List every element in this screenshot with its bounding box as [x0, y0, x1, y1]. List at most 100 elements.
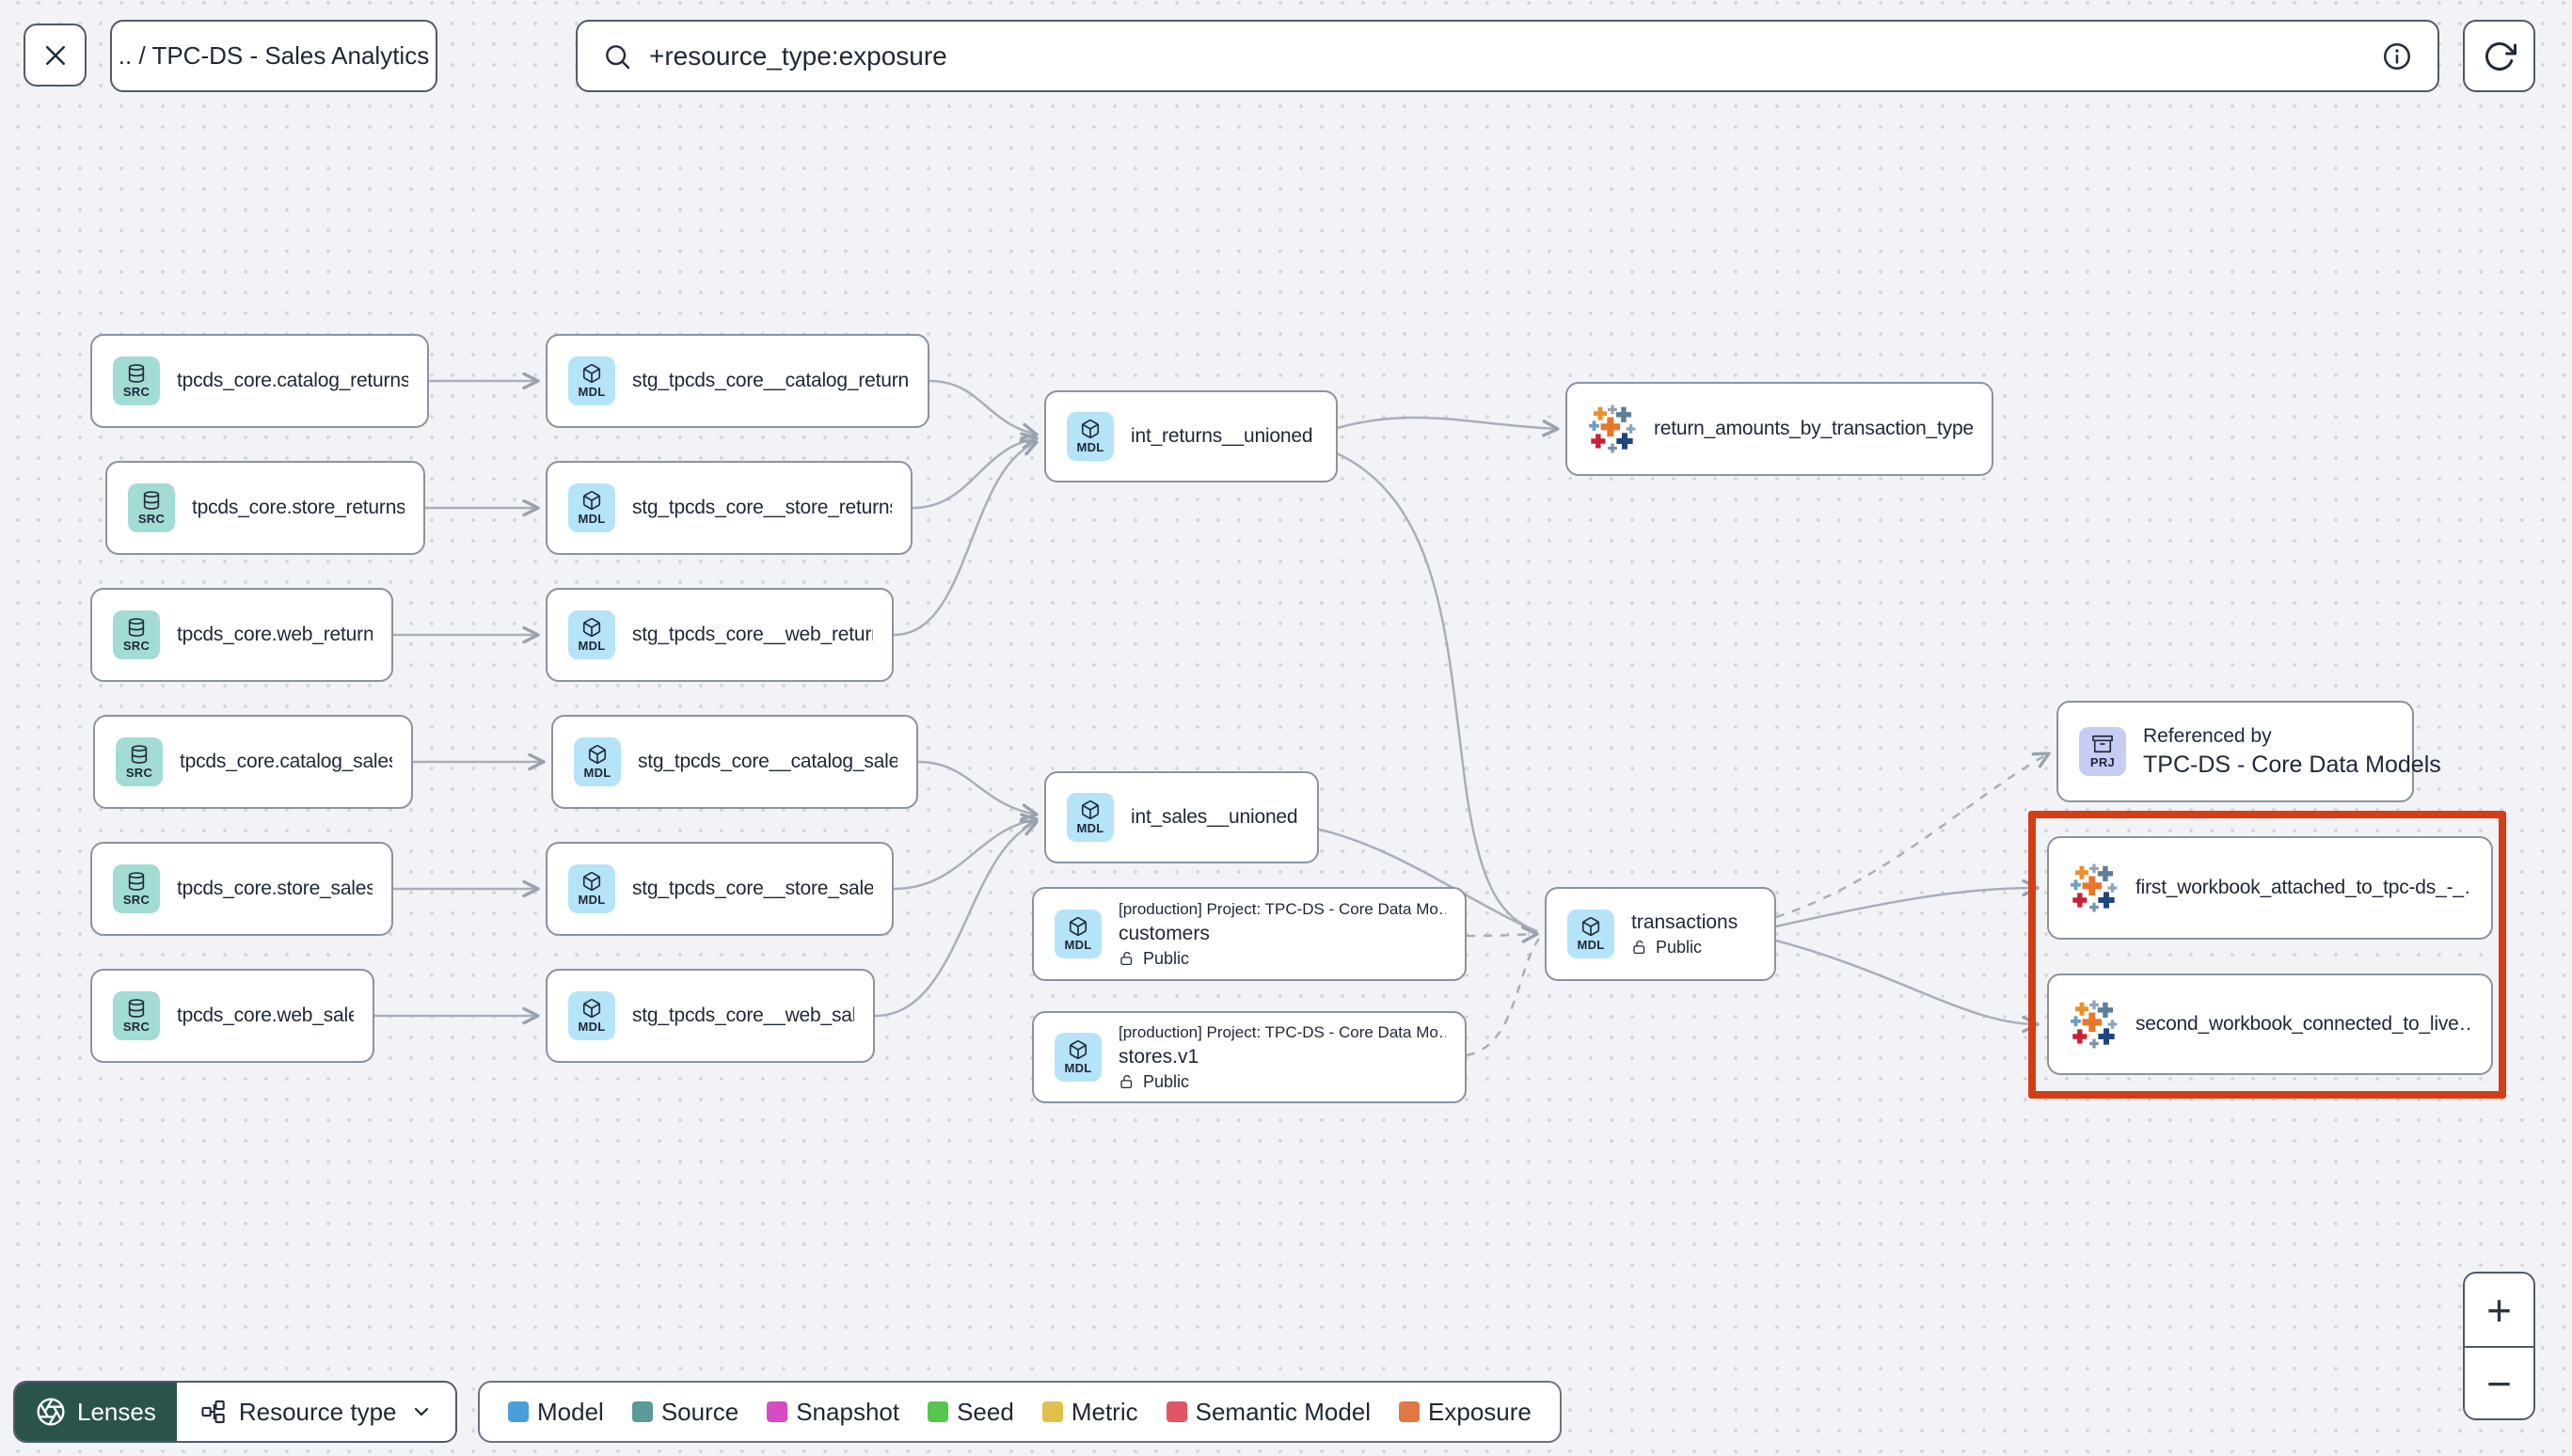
database-icon [141, 490, 162, 511]
node-label: tpcds_core.catalog_returns [177, 370, 408, 391]
node-stg-tpcds-core-store-sales[interactable]: MDL stg_tpcds_core__store_sales [546, 842, 894, 936]
source-badge: SRC [113, 356, 160, 405]
edge-transactions-workbook-first [1775, 878, 2040, 928]
cube-icon [1580, 916, 1601, 937]
edge-int-returns-exposure [1327, 416, 1560, 437]
search-input[interactable] [649, 40, 2364, 71]
access-badge: Public [1631, 938, 1738, 957]
node-stg-tpcds-core-catalog-sales[interactable]: MDL stg_tpcds_core__catalog_sales [551, 715, 918, 809]
legend-item-exposure: Exposure [1399, 1398, 1532, 1427]
edge-stg-store-sales-int [893, 813, 1039, 891]
node-label: tpcds_core.store_returns [192, 497, 405, 518]
info-icon[interactable] [2381, 40, 2413, 72]
node-label: transactions [1631, 910, 1738, 933]
referenced-by-title: Referenced by [2143, 724, 2272, 747]
database-icon [126, 998, 147, 1019]
cube-icon [581, 871, 602, 892]
edge-stg-catalog-returns-int [929, 379, 1039, 440]
node-label: customers [1119, 922, 1210, 944]
resource-type-legend: Model Source Snapshot Seed Metric Semant… [478, 1381, 1562, 1443]
cube-icon [581, 617, 602, 638]
metric-color-chip [1041, 1401, 1063, 1422]
node-label: stg_tpcds_core__catalog_sales [638, 751, 897, 772]
close-icon [45, 45, 65, 65]
legend-item-metric: Metric [1041, 1398, 1138, 1427]
node-transactions[interactable]: MDL transactions Public [1545, 887, 1776, 981]
access-badge: Public [1119, 949, 1446, 969]
node-label: int_sales__unioned [1131, 806, 1298, 828]
lenses-aperture-icon [37, 1398, 65, 1426]
database-icon [126, 363, 147, 384]
refresh-icon [2485, 41, 2516, 71]
edge-stg-catalog-sales-int [917, 760, 1039, 821]
zoom-in-button[interactable]: + [2465, 1274, 2533, 1346]
node-exposure-return-amounts-by-transaction-type[interactable]: return_amounts_by_transaction_type [1565, 382, 1993, 476]
database-icon [129, 744, 150, 765]
node-customers[interactable]: MDL [production] Project: TPC-DS - Core … [1032, 887, 1467, 981]
node-src-tpcds-core-catalog-returns[interactable]: SRC tpcds_core.catalog_returns [90, 334, 429, 428]
node-label: tpcds_core.web_returns [177, 624, 373, 645]
source-color-chip [631, 1401, 653, 1422]
tableau-icon [2070, 863, 2119, 912]
lenses-control-group: Lenses Resource type [13, 1381, 457, 1443]
project-line: [production] Project: TPC-DS - Core Data… [1119, 1022, 1446, 1041]
node-label: int_returns__unioned [1131, 425, 1313, 447]
node-src-tpcds-core-store-returns[interactable]: SRC tpcds_core.store_returns [105, 461, 425, 555]
edge-customers-transactions [1466, 926, 1539, 943]
model-badge: MDL [1055, 1033, 1102, 1082]
breadcrumb[interactable]: .. / TPC-DS - Sales Analytics [110, 20, 437, 92]
source-badge: SRC [113, 610, 160, 659]
resource-type-dropdown[interactable]: Resource type [176, 1383, 455, 1441]
node-int-sales-unioned[interactable]: MDL int_sales__unioned [1044, 771, 1319, 863]
node-exposure-second-workbook[interactable]: second_workbook_connected_to_live… [2047, 973, 2493, 1075]
project-archive-icon [2092, 734, 2113, 754]
node-label: tpcds_core.web_sales [177, 1005, 354, 1026]
edge-stg-web-sales-int [874, 819, 1039, 1018]
seed-color-chip [928, 1401, 949, 1422]
legend-item-semantic-model: Semantic Model [1166, 1398, 1371, 1427]
edge-stg-web-returns-int [893, 439, 1039, 637]
search-bar [576, 20, 2439, 92]
source-badge: SRC [113, 864, 160, 913]
lock-open-icon [1119, 1073, 1135, 1090]
resource-type-label: Resource type [238, 1397, 397, 1426]
resource-type-icon [201, 1400, 225, 1424]
node-stores-v1[interactable]: MDL [production] Project: TPC-DS - Core … [1032, 1011, 1467, 1103]
cube-icon [587, 744, 608, 765]
search-icon [606, 44, 630, 69]
close-button[interactable] [24, 24, 87, 87]
node-label: stg_tpcds_core__store_returns [632, 497, 892, 518]
node-stg-tpcds-core-web-sales[interactable]: MDL stg_tpcds_core__web_sales [546, 969, 875, 1063]
source-badge: SRC [116, 737, 163, 786]
project-badge: PRJ [2079, 727, 2126, 776]
tableau-icon [2070, 1000, 2119, 1049]
cube-icon [1080, 419, 1101, 439]
node-label: first_workbook_attached_to_tpc-ds_-_… [2135, 877, 2472, 898]
node-src-tpcds-core-web-sales[interactable]: SRC tpcds_core.web_sales [90, 969, 374, 1063]
node-stg-tpcds-core-store-returns[interactable]: MDL stg_tpcds_core__store_returns [546, 461, 913, 555]
node-stg-tpcds-core-web-returns[interactable]: MDL stg_tpcds_core__web_returns [546, 588, 894, 682]
cube-icon [1068, 1039, 1088, 1060]
node-int-returns-unioned[interactable]: MDL int_returns__unioned [1044, 390, 1338, 483]
edge-int-returns-transactions [1327, 448, 1538, 933]
node-src-tpcds-core-web-returns[interactable]: SRC tpcds_core.web_returns [90, 588, 393, 682]
zoom-out-button[interactable]: − [2465, 1346, 2533, 1418]
lock-open-icon [1119, 950, 1135, 967]
node-label: tpcds_core.catalog_sales [180, 751, 392, 772]
node-src-tpcds-core-store-sales[interactable]: SRC tpcds_core.store_sales [90, 842, 393, 936]
model-badge: MDL [1067, 412, 1114, 461]
node-exposure-first-workbook[interactable]: first_workbook_attached_to_tpc-ds_-_… [2047, 836, 2493, 940]
lenses-label: Lenses [77, 1397, 156, 1426]
edge-transactions-workbook-second [1775, 939, 2040, 1034]
node-referenced-by-tpc-ds-core-data-models[interactable]: PRJ Referenced by TPC-DS - Core Data Mod… [2056, 701, 2441, 802]
model-color-chip [508, 1401, 529, 1422]
node-label: stg_tpcds_core__web_returns [632, 624, 873, 645]
lenses-button[interactable]: Lenses [15, 1383, 177, 1441]
refresh-button[interactable] [2463, 20, 2535, 92]
node-stg-tpcds-core-catalog-returns[interactable]: MDL stg_tpcds_core__catalog_returns [546, 334, 929, 428]
tableau-icon [1588, 404, 1637, 453]
node-label: stg_tpcds_core__store_sales [632, 878, 873, 899]
node-src-tpcds-core-catalog-sales[interactable]: SRC tpcds_core.catalog_sales [93, 715, 413, 809]
cube-icon [1068, 916, 1088, 937]
